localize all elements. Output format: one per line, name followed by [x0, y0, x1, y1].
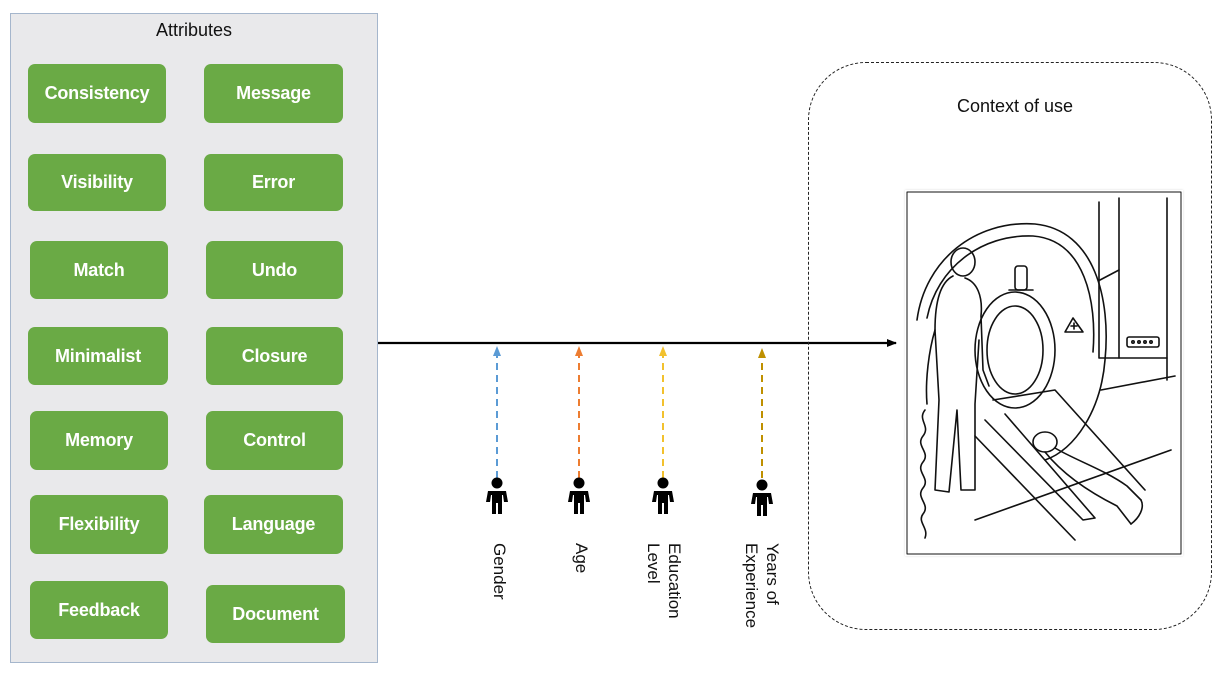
person-icon: [568, 477, 590, 514]
factor-label-gender: Gender: [490, 543, 509, 600]
context-title: Context of use: [956, 96, 1074, 116]
attributes-title: Attributes: [155, 20, 233, 40]
factor-gender-arrow: [493, 346, 501, 478]
factor-experience-arrow: [758, 348, 766, 478]
mri-scanner-sketch-icon: [906, 191, 1182, 555]
attribute-consistency: Consistency: [28, 64, 166, 123]
attribute-memory: Memory: [30, 411, 168, 470]
attribute-language: Language: [204, 495, 343, 554]
factor-label-experience: Years of Experience: [742, 543, 782, 629]
attribute-control: Control: [206, 411, 343, 470]
attribute-visibility: Visibility: [28, 154, 166, 211]
attributes-panel: Attributes Consistency Message Visibilit…: [10, 13, 378, 663]
attribute-flexibility: Flexibility: [30, 495, 168, 554]
attribute-message: Message: [204, 64, 343, 123]
factor-age-arrow: [575, 346, 583, 478]
person-icon: [751, 479, 773, 516]
factor-label-education: Education Level: [644, 543, 684, 619]
context-of-use-box: Context of use: [808, 62, 1212, 630]
attribute-closure: Closure: [206, 327, 343, 385]
attribute-feedback: Feedback: [30, 581, 168, 639]
attribute-match: Match: [30, 241, 168, 299]
mri-scanner-image: [905, 190, 1183, 556]
attribute-undo: Undo: [206, 241, 343, 299]
attribute-error: Error: [204, 154, 343, 211]
person-icon: [652, 477, 674, 514]
factor-education-arrow: [659, 346, 667, 478]
attribute-minimalist: Minimalist: [28, 327, 168, 385]
attribute-document: Document: [206, 585, 345, 643]
factor-label-age: Age: [572, 543, 591, 574]
person-icon: [486, 477, 508, 514]
